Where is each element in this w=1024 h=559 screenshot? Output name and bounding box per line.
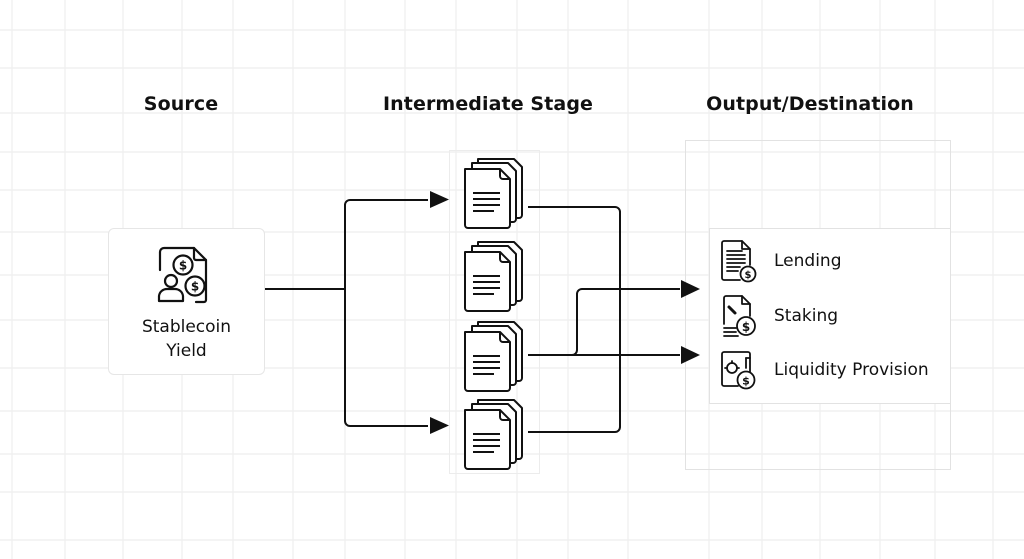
wallet-dollar-icon: $ — [721, 351, 756, 390]
destination-item-lending[interactable]: $ Lending — [720, 239, 842, 283]
svg-text:$: $ — [742, 375, 750, 388]
document-stack-icon — [464, 241, 523, 312]
svg-text:$: $ — [745, 270, 752, 281]
destination-item-staking[interactable]: $ Staking — [720, 294, 838, 338]
svg-text:$: $ — [179, 259, 187, 273]
intermediate-stack-3[interactable] — [460, 320, 524, 392]
destination-item-liquidity-provision[interactable]: $ Liquidity Provision — [720, 348, 929, 392]
document-stack-icon — [464, 399, 523, 470]
column-heading-source: Source — [143, 93, 219, 115]
receipt-dollar-icon: $ — [723, 295, 756, 337]
source-label-line2: Yield — [166, 341, 207, 361]
column-heading-intermediate-stage: Intermediate Stage — [382, 93, 594, 115]
source-node-stablecoin-yield[interactable]: $ $ Stablecoin Yield — [108, 228, 265, 375]
document-dollar-icon: $ — [721, 240, 757, 283]
intermediate-stack-1[interactable] — [460, 157, 524, 229]
output-destinations-list: $ Lending $ Staking — [709, 228, 951, 404]
destination-label: Lending — [774, 251, 842, 271]
intermediate-stack-2[interactable] — [460, 240, 524, 312]
document-stack-icon — [464, 321, 523, 392]
intermediate-stack-4[interactable] — [460, 398, 524, 470]
svg-text:$: $ — [191, 280, 199, 294]
destination-label: Staking — [774, 306, 839, 326]
user-coins-document-icon: $ $ — [157, 246, 208, 304]
destination-label: Liquidity Provision — [774, 360, 929, 380]
svg-text:$: $ — [742, 320, 750, 334]
column-heading-output-destination: Output/Destination — [706, 93, 914, 115]
source-label-line1: Stablecoin — [141, 317, 232, 337]
document-stack-icon — [464, 158, 523, 229]
